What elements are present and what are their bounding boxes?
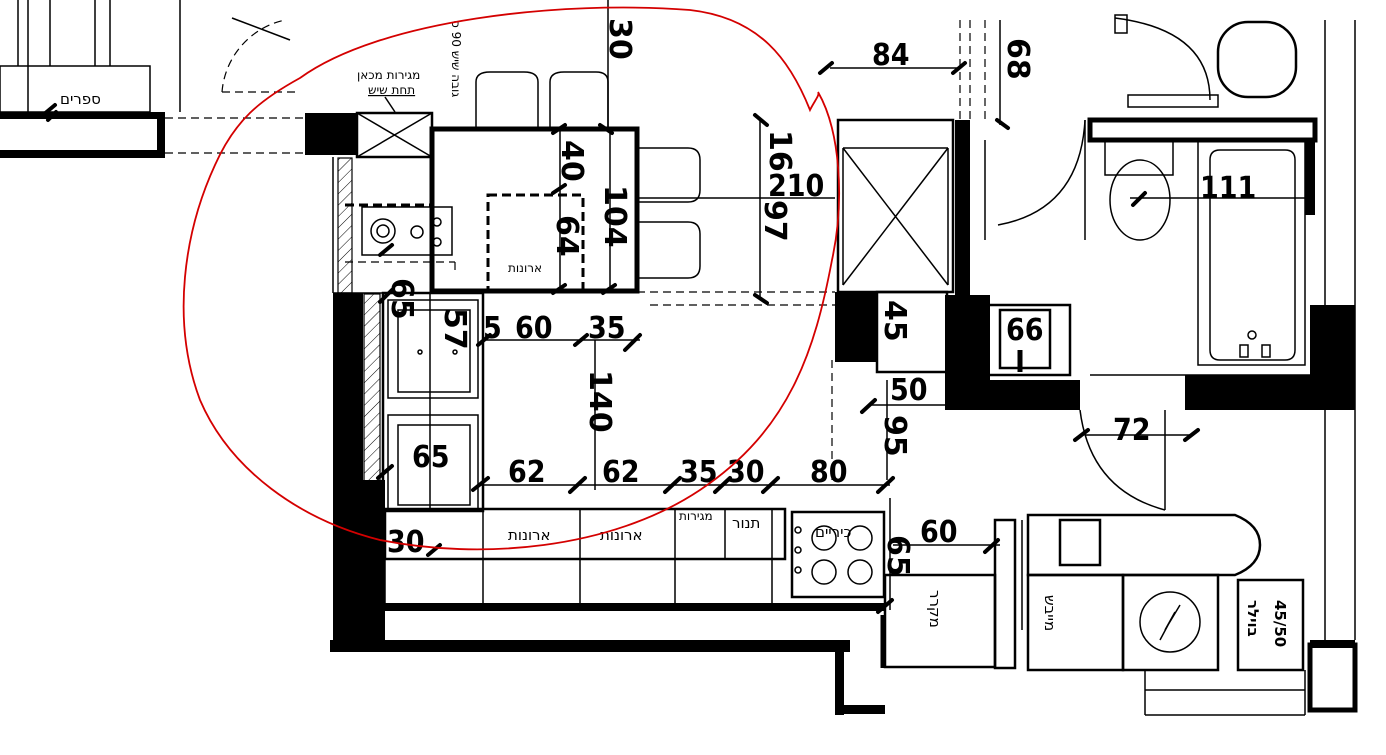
dim-60-right: 60 — [920, 515, 958, 550]
books-label: ספרים — [60, 90, 101, 108]
left-room — [0, 0, 305, 158]
left-counter — [381, 291, 485, 513]
dim-30-b: 30 — [727, 455, 765, 490]
drawers-under-label: מגירות מכאן — [357, 68, 420, 82]
cabinets-label-2: ארונות — [600, 526, 643, 544]
dim-64: 64 — [549, 215, 584, 257]
dim-95: 95 — [877, 415, 912, 457]
dim-57: 57 — [437, 308, 472, 350]
washbasin — [978, 303, 1072, 377]
dim-35-mid: 35 — [588, 311, 626, 346]
dim-104: 104 — [597, 185, 632, 248]
dim-72: 72 — [1113, 413, 1151, 448]
red-annotation-loop — [182, 6, 840, 551]
cooktop-label: כיריים — [815, 523, 851, 541]
dim-5: 5 — [483, 311, 502, 346]
fridge-area — [880, 518, 1023, 670]
dim-66: 66 — [1006, 313, 1044, 348]
boiler-label: בוילר — [1244, 600, 1262, 637]
cabinets-label-upper: ארונות — [508, 261, 542, 275]
laundry — [1026, 513, 1358, 716]
dim-84: 84 — [872, 38, 910, 73]
dryer-label: מייבש — [1041, 595, 1059, 631]
dim-65-right: 65 — [880, 535, 915, 577]
dim-40: 40 — [554, 140, 589, 182]
dim-16: 16 — [762, 130, 797, 172]
dim-65-left: 65 — [384, 278, 419, 320]
upper-counter — [332, 96, 640, 294]
center-closet — [637, 20, 1080, 480]
dim-210: 210 — [768, 169, 824, 204]
oven-label: תנור — [732, 514, 760, 532]
dimension-lines — [480, 0, 1310, 610]
boiler-size-label: 45/50 — [1271, 600, 1289, 647]
dim-97: 97 — [757, 200, 792, 242]
dim-111: 111 — [1200, 171, 1256, 206]
dim-60-mid: 60 — [515, 311, 553, 346]
dim-140: 140 — [582, 370, 617, 433]
dim-65-lower: 65 — [412, 440, 450, 475]
fridge-label: מקרר — [926, 590, 944, 628]
under-counter-label: תחת שיש — [368, 83, 415, 97]
dim-45: 45 — [877, 300, 912, 342]
bath-door — [1079, 409, 1166, 511]
dim-50: 50 — [890, 373, 928, 408]
dim-68: 68 — [1000, 38, 1035, 80]
dim-35-b: 35 — [680, 455, 718, 490]
dim-62-a: 62 — [508, 455, 546, 490]
cabinets-label-1: ארונות — [508, 526, 551, 544]
bottom-counter — [383, 507, 886, 603]
dimension-ticks — [41, 61, 1200, 614]
corridor-door — [997, 119, 1086, 226]
dim-80: 80 — [810, 455, 848, 490]
bathroom — [1087, 14, 1356, 640]
kitchen-walls — [305, 113, 885, 715]
counter-height-label: גובה שיש 90 ס — [449, 20, 463, 97]
dim-30-top: 30 — [602, 18, 637, 60]
drawers-label-bottom: מגירות — [679, 509, 713, 523]
dim-62-b: 62 — [602, 455, 640, 490]
